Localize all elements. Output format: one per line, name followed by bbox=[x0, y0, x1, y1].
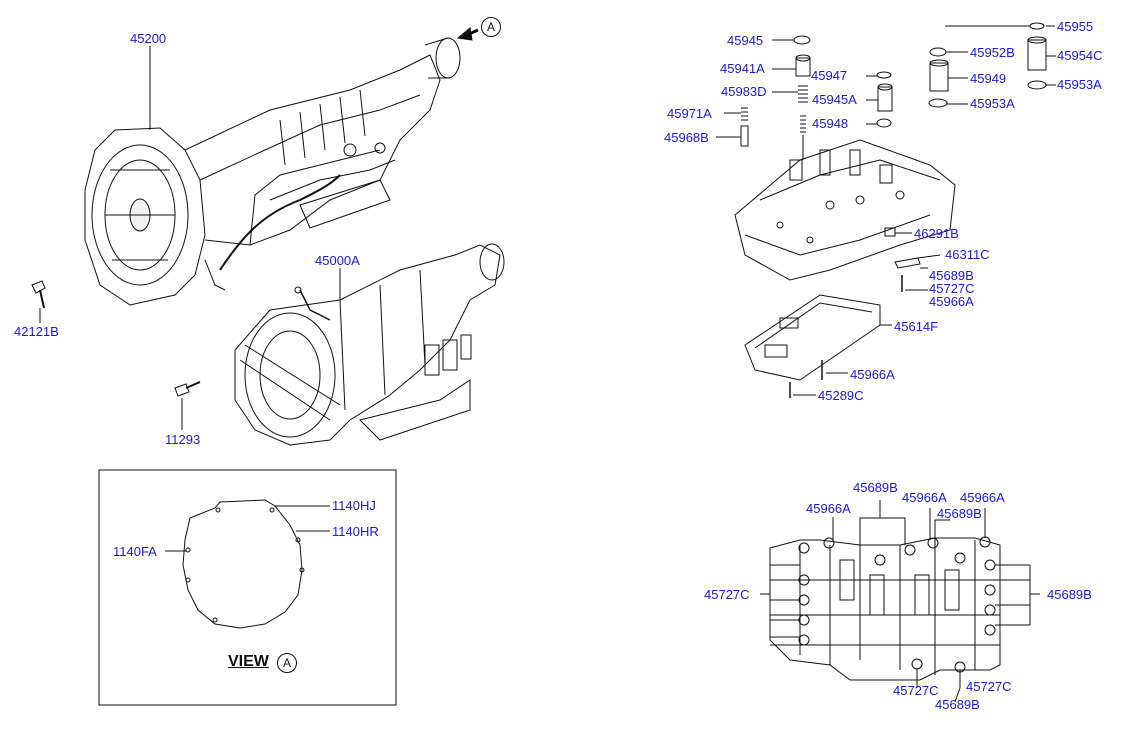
part-label-45983D[interactable]: 45983D bbox=[721, 84, 767, 99]
part-label-45727C-left[interactable]: 45727C bbox=[704, 587, 750, 602]
view-title: VIEW bbox=[228, 653, 269, 670]
view-ref-circle: A bbox=[481, 17, 501, 37]
part-label-45955[interactable]: 45955 bbox=[1057, 19, 1094, 34]
part-label-45966A-upper[interactable]: 45966A bbox=[929, 294, 974, 309]
view-a-box bbox=[98, 469, 397, 706]
bolt-42121B-drawing bbox=[31, 280, 46, 309]
part-label-45953A-left[interactable]: 45953A bbox=[970, 96, 1015, 111]
valve-body-topview-drawing bbox=[769, 536, 1001, 681]
gasket-drawing bbox=[182, 499, 305, 629]
part-label-45200[interactable]: 45200 bbox=[130, 31, 167, 46]
transmission-45200-drawing bbox=[84, 27, 479, 306]
part-label-45945[interactable]: 45945 bbox=[727, 33, 764, 48]
part-label-45954C[interactable]: 45954C bbox=[1057, 48, 1103, 63]
part-label-45614F[interactable]: 45614F bbox=[894, 319, 939, 334]
part-label-45289C[interactable]: 45289C bbox=[818, 388, 864, 403]
part-label-45689B-upper[interactable]: 45689B bbox=[929, 268, 974, 283]
part-label-45966A-pan[interactable]: 45966A bbox=[850, 367, 895, 382]
part-label-45966A-right[interactable]: 45966A bbox=[960, 490, 1005, 505]
bolt-11293-drawing bbox=[174, 381, 201, 397]
part-label-45941A[interactable]: 45941A bbox=[720, 61, 765, 76]
part-label-1140HR[interactable]: 1140HR bbox=[332, 524, 379, 539]
part-label-45966A-mid[interactable]: 45966A bbox=[902, 490, 947, 505]
part-label-11293[interactable]: 11293 bbox=[165, 432, 201, 447]
part-label-45727C-upper[interactable]: 45727C bbox=[929, 281, 975, 296]
transmission-45000A-drawing bbox=[234, 243, 505, 446]
part-label-45947[interactable]: 45947 bbox=[811, 68, 848, 83]
small-parts-drawing bbox=[740, 22, 1047, 398]
part-label-45689B-top[interactable]: 45689B bbox=[853, 480, 898, 495]
part-label-45689B-right[interactable]: 45689B bbox=[1047, 587, 1092, 602]
part-label-45952B[interactable]: 45952B bbox=[970, 45, 1015, 60]
part-label-46311C[interactable]: 46311C bbox=[945, 247, 990, 262]
valve-body-drawing bbox=[734, 139, 956, 281]
part-label-42121B[interactable]: 42121B bbox=[14, 324, 59, 339]
view-title-ref-circle: A bbox=[277, 653, 297, 673]
part-label-45727C-bottom2[interactable]: 45727C bbox=[966, 679, 1012, 694]
part-label-45727C-bottom1[interactable]: 45727C bbox=[893, 683, 939, 698]
part-label-45000A[interactable]: 45000A bbox=[315, 253, 360, 268]
part-label-45966A-left[interactable]: 45966A bbox=[806, 501, 851, 516]
part-label-45689B-mid[interactable]: 45689B bbox=[937, 506, 982, 521]
part-label-1140FA[interactable]: 1140FA bbox=[113, 544, 157, 559]
part-label-45953A[interactable]: 45953A bbox=[1057, 77, 1102, 92]
part-label-45949[interactable]: 45949 bbox=[970, 71, 1007, 86]
part-label-45689B-bottom[interactable]: 45689B bbox=[935, 697, 980, 712]
part-label-46291B[interactable]: 46291B bbox=[914, 226, 959, 241]
part-label-1140HJ[interactable]: 1140HJ bbox=[332, 498, 376, 513]
part-label-45948[interactable]: 45948 bbox=[812, 116, 849, 131]
part-label-45945A[interactable]: 45945A bbox=[812, 92, 857, 107]
part-label-45968B[interactable]: 45968B bbox=[664, 130, 709, 145]
part-label-45971A[interactable]: 45971A bbox=[667, 106, 712, 121]
